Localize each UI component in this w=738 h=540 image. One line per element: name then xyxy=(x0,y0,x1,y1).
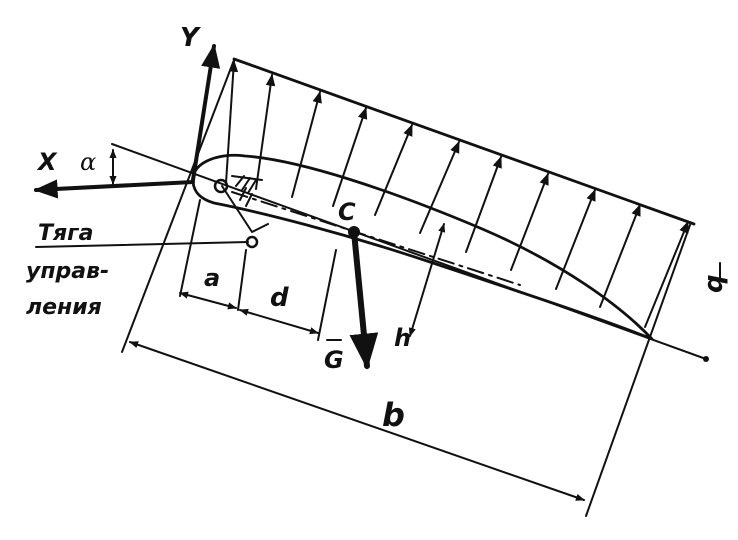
lift-force-arrow xyxy=(191,43,221,182)
leading-edge-extension xyxy=(121,59,235,353)
trailing-edge-extension xyxy=(585,224,691,517)
dimension-d-label: d xyxy=(270,283,289,313)
control-rod-line xyxy=(35,241,249,248)
dim-a-ext xyxy=(237,249,247,311)
load-arrow xyxy=(255,73,276,190)
angle-alpha-label: α xyxy=(80,148,96,176)
hinge-point xyxy=(213,178,229,194)
load-label: q xyxy=(699,274,729,293)
chord-dimension-line xyxy=(129,341,585,501)
load-arrow xyxy=(419,140,460,234)
mass-center-dashdot-line xyxy=(231,191,521,286)
chord-label: b xyxy=(382,396,405,434)
load-arrow xyxy=(374,123,413,216)
load-arrow xyxy=(555,188,596,290)
dimension-h-line xyxy=(408,223,446,337)
load-arrow xyxy=(510,172,549,271)
control-rod-label-2: управ- xyxy=(26,259,109,284)
distributed-load-arrows xyxy=(225,59,689,328)
load-arrow xyxy=(225,59,239,184)
drag-force-arrow xyxy=(33,179,195,199)
hinge-hatching xyxy=(231,175,263,207)
load-arrow xyxy=(644,220,689,328)
dimension-d-line xyxy=(239,308,319,335)
center-of-mass-label: C xyxy=(338,198,356,226)
load-arrow xyxy=(332,106,368,207)
axis-end-dot xyxy=(703,356,709,362)
airfoil-profile xyxy=(191,153,654,341)
load-arrow xyxy=(465,155,502,253)
control-rod-label-3: ления xyxy=(26,295,102,320)
dimension-a-line xyxy=(179,291,237,310)
lift-label: Y xyxy=(180,23,202,53)
weight-force-arrow xyxy=(349,229,379,370)
dimension-a-label: a xyxy=(204,264,220,292)
dimension-h-label: h xyxy=(394,324,411,352)
dim-a-d-ext-1 xyxy=(179,199,201,297)
weight-label: G xyxy=(324,346,344,374)
dim-d-ext xyxy=(317,249,337,341)
load-arrow xyxy=(599,203,641,308)
drag-label: X xyxy=(36,148,58,176)
load-envelope-line xyxy=(232,57,696,226)
control-rod-label-1: Тяга xyxy=(38,221,93,246)
rod-horn xyxy=(221,185,269,233)
load-arrow xyxy=(291,90,322,198)
